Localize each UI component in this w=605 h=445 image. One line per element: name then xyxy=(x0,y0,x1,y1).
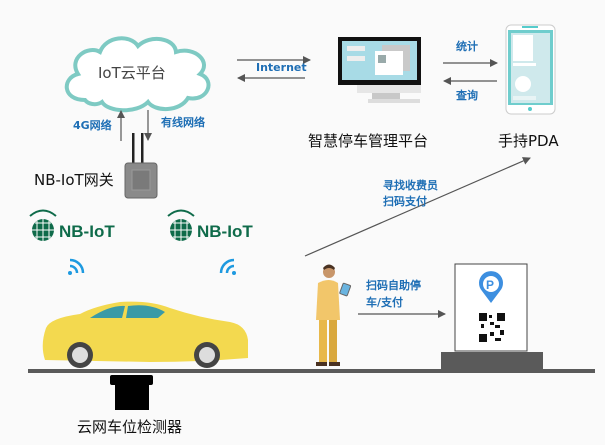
wired-network-label: 有线网络 xyxy=(161,116,205,129)
svg-text:NB-IoT: NB-IoT xyxy=(197,222,253,241)
pda-phone-icon xyxy=(505,24,556,115)
pda-label: 手持PDA xyxy=(498,132,559,150)
svg-text:P: P xyxy=(486,278,494,292)
self-service-label-line1: 扫码自助停 xyxy=(366,279,421,292)
computer-monitor-icon xyxy=(338,37,421,103)
find-collector-label-line1: 寻找收费员 xyxy=(383,179,438,192)
internet-label: Internet xyxy=(256,61,307,74)
cloud-label: IoT云平台 xyxy=(98,64,166,82)
car-icon xyxy=(42,301,249,368)
self-service-label-line2: 车/支付 xyxy=(366,296,404,309)
find-collector-label-line2: 扫码支付 xyxy=(383,195,427,208)
parking-detector-icon xyxy=(110,375,153,410)
4g-network-label: 4G网络 xyxy=(73,119,112,132)
find-collector-arrow xyxy=(304,157,531,257)
wifi-icon xyxy=(219,258,236,275)
platform-label: 智慧停车管理平台 xyxy=(308,132,429,150)
gateway-label: NB-IoT网关 xyxy=(34,171,114,189)
person-with-tablet-icon xyxy=(316,264,352,366)
query-label: 查询 xyxy=(456,89,478,102)
ground-line xyxy=(28,369,595,373)
nbiot-logo: NB-IoT xyxy=(167,209,253,241)
svg-text:NB-IoT: NB-IoT xyxy=(59,222,115,241)
parking-location-icon: P xyxy=(478,271,503,303)
wifi-icon xyxy=(68,258,85,275)
detector-label: 云网车位检测器 xyxy=(77,418,183,436)
nbiot-logo: NB-IoT xyxy=(29,209,115,241)
stats-label: 统计 xyxy=(456,40,478,53)
gateway-icon xyxy=(124,133,158,199)
qr-code-icon xyxy=(479,313,505,342)
